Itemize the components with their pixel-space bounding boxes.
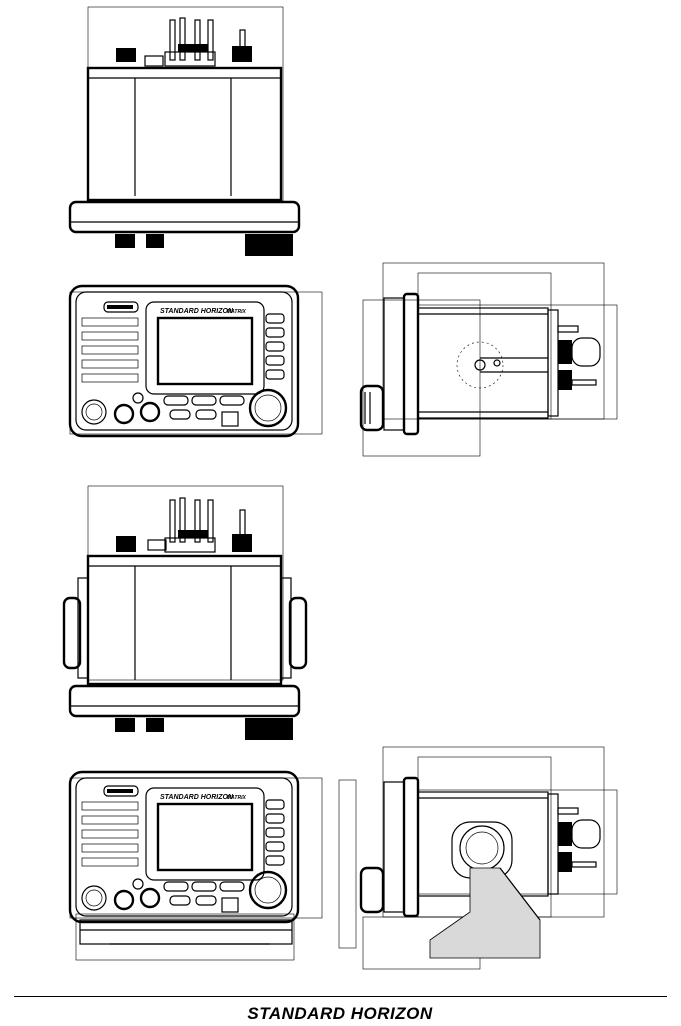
lcd-display: STANDARD HORIZON MATRIX [146, 302, 264, 394]
rear-connectors-bracket [116, 498, 252, 552]
front-view-flush: STANDARD HORIZON MATRIX [70, 286, 322, 436]
bottom-keys-b [164, 882, 244, 912]
left-keys [82, 302, 138, 382]
panel-model-label: MATRIX [227, 309, 246, 315]
right-keys [266, 314, 284, 379]
right-keys-b [266, 800, 284, 865]
panel-brand-label-b: STANDARD HORIZON [160, 794, 234, 801]
bottom-keys [164, 396, 244, 426]
panel-model-label-b: MATRIX [227, 795, 246, 801]
side-view-flush [361, 263, 617, 456]
top-view-flush [70, 7, 299, 256]
rear-connectors [116, 18, 252, 66]
front-knobs [115, 234, 293, 256]
left-keys-b [82, 786, 138, 866]
panel-brand-label: STANDARD HORIZON [160, 308, 234, 315]
footer-rule [14, 996, 667, 997]
side-view-bracket [339, 747, 617, 969]
lcd-display-b: STANDARD HORIZON MATRIX [146, 788, 264, 880]
brand-logo: STANDARD HORIZON [200, 1004, 480, 1024]
front-view-bracket: STANDARD HORIZON MATRIX [70, 772, 322, 960]
top-view-bracket [64, 486, 306, 740]
